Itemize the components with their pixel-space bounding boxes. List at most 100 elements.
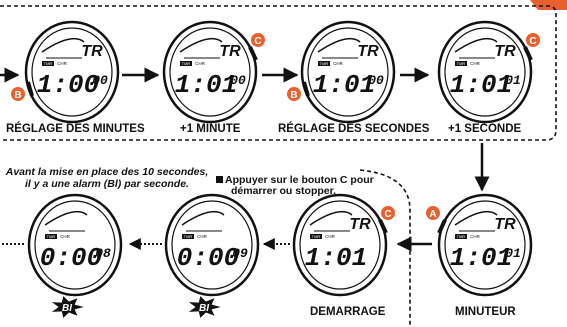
corner-tab	[530, 0, 567, 10]
watch-bezel	[444, 27, 526, 117]
instruction-button-c-line2: démarrer ou stopper.	[231, 185, 337, 197]
caption-timer: MINUTEUR	[455, 306, 516, 318]
chr-label: CHR	[470, 61, 480, 66]
main-time: 1:01	[313, 70, 375, 100]
button-letter: B	[290, 90, 297, 101]
lcd-arc	[44, 210, 88, 226]
button-c-icon	[251, 33, 265, 47]
chr-label: CHR	[333, 61, 343, 66]
chr-label: CHR	[60, 234, 70, 239]
side-button	[523, 46, 533, 61]
lcd-arc	[454, 210, 498, 226]
main-time: 1:01	[175, 70, 237, 100]
lcd-arc	[454, 37, 498, 53]
chr-label: CHR	[325, 234, 335, 239]
note-countdown-alarm-line2: il y a une alarm (Bl) par seconde.	[25, 178, 189, 190]
tmr-indicator	[42, 61, 54, 66]
lcd-arc	[41, 37, 85, 53]
mode-indicator: TR	[219, 43, 241, 60]
button-letter: A	[429, 209, 436, 220]
alarm-label: BI	[199, 303, 209, 314]
seconds-small: 00	[92, 73, 108, 88]
instruction-button-c: Appuyer sur le bouton C pour démarrer ou…	[216, 175, 374, 197]
seconds-small: 00	[368, 73, 384, 88]
tmr-indicator	[310, 234, 322, 239]
tmr-label: TMR	[312, 234, 321, 239]
side-button	[248, 46, 258, 61]
caption-seconds-setting: RÉGLAGE DES SECONDES	[278, 123, 430, 135]
seconds-small: 09	[232, 246, 248, 261]
tmr-indicator	[182, 234, 194, 239]
button-b-icon	[287, 87, 301, 101]
watch-bezel	[171, 200, 253, 290]
chr-label: CHR	[470, 234, 480, 239]
watch-bezel	[299, 200, 381, 290]
side-button	[26, 81, 34, 97]
lcd-arc	[309, 210, 353, 226]
seconds-small: 01	[505, 246, 521, 261]
tmr-label: TMR	[47, 234, 56, 239]
caption-plus-one-second: +1 SECONDE	[448, 123, 522, 135]
watch-bezel	[444, 200, 526, 290]
button-c-icon	[526, 33, 540, 47]
tmr-indicator	[455, 234, 467, 239]
mode-indicator: TR	[349, 216, 371, 233]
tmr-label: TMR	[44, 61, 53, 66]
tmr-indicator	[318, 61, 330, 66]
alarm-label: BI	[62, 303, 72, 314]
watch-bezel	[31, 27, 113, 117]
button-letter: C	[529, 36, 536, 47]
tmr-label: TMR	[457, 234, 466, 239]
lcd-arc	[179, 37, 223, 53]
mode-indicator: TR	[494, 43, 516, 60]
main-time: 0:00	[40, 243, 102, 273]
bullet-square-icon	[216, 176, 223, 183]
chr-label: CHR	[57, 61, 67, 66]
tmr-indicator	[45, 234, 57, 239]
tmr-label: TMR	[320, 61, 329, 66]
main-time: 0:00	[177, 243, 239, 273]
lcd-arc	[181, 210, 225, 226]
watch-bezel	[307, 27, 389, 117]
tmr-indicator	[455, 61, 467, 66]
mode-indicator: TR	[357, 43, 379, 60]
chr-label: CHR	[195, 61, 205, 66]
tmr-label: TMR	[457, 61, 466, 66]
main-time: 1:01	[450, 243, 512, 273]
button-b-icon	[11, 87, 25, 101]
seconds-small: 00	[230, 73, 246, 88]
main-time: 1:00	[37, 70, 99, 100]
side-button	[378, 219, 388, 234]
tmr-indicator	[180, 61, 192, 66]
button-letter: B	[14, 90, 21, 101]
instruction-button-c-line1: Appuyer sur le bouton C pour	[225, 174, 374, 186]
alarm-burst-icon	[51, 296, 84, 318]
lcd-arc	[317, 37, 361, 53]
seconds-small: 01	[505, 73, 521, 88]
caption-start: DEMARRAGE	[310, 306, 386, 318]
watch-bezel	[34, 200, 116, 290]
caption-plus-one-minute: +1 MINUTE	[180, 123, 241, 135]
main-time: 1:01	[450, 70, 512, 100]
button-c-icon	[381, 206, 395, 220]
button-letter: C	[254, 36, 261, 47]
watch-bezel	[169, 27, 251, 117]
side-button	[437, 219, 447, 234]
note-countdown-alarm: Avant la mise en place des 10 secondes, …	[2, 166, 212, 190]
alarm-burst-icon	[188, 296, 221, 318]
mode-indicator: TR	[494, 216, 516, 233]
dashed-frame	[0, 5, 557, 141]
note-countdown-alarm-line1: Avant la mise en place des 10 secondes,	[5, 166, 209, 178]
side-button	[302, 81, 310, 97]
mode-indicator: TR	[81, 43, 103, 60]
main-time: 1:01	[305, 243, 367, 273]
dashed-divider	[359, 169, 411, 327]
